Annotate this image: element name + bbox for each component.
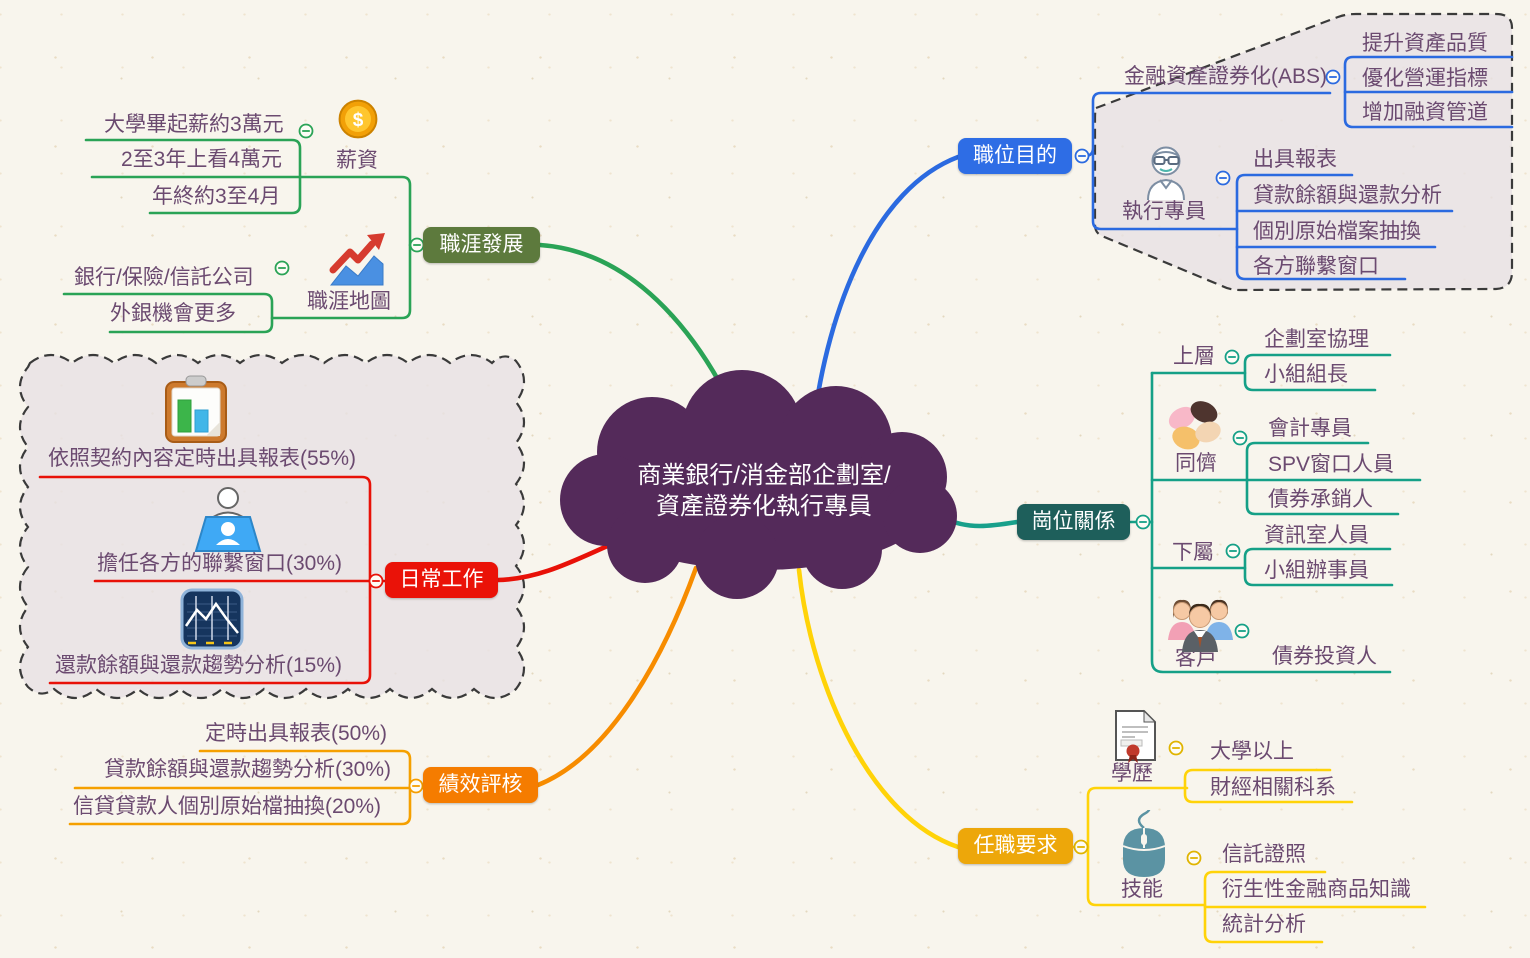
branch-node-daily[interactable]: 日常工作 xyxy=(385,562,498,598)
coin-symbol: $ xyxy=(353,110,364,131)
leaf-careermap-1[interactable]: 銀行/保險/信託公司 xyxy=(74,266,254,289)
label-career-map[interactable]: 職涯地圖 xyxy=(307,290,391,313)
branch-node-performance[interactable]: 績效評核 xyxy=(423,767,538,803)
label-specialist[interactable]: 執行專員 xyxy=(1122,200,1206,223)
branch-node-requirements[interactable]: 任職要求 xyxy=(958,828,1073,864)
hands-icon[interactable] xyxy=(1164,398,1228,456)
collapse-icon[interactable] xyxy=(1225,543,1241,559)
collapse-icon[interactable] xyxy=(298,123,314,139)
edge-daily xyxy=(495,541,615,583)
leaf-salary-1[interactable]: 大學畢起薪約3萬元 xyxy=(104,113,284,136)
peers-bracket xyxy=(1245,441,1400,516)
specialist-bracket xyxy=(1235,173,1407,281)
collapse-icon[interactable] xyxy=(1215,170,1231,186)
leaf-peers-2[interactable]: SPV窗口人員 xyxy=(1268,453,1395,476)
leaf-abs-1[interactable]: 提升資產品質 xyxy=(1362,32,1488,55)
branch-node-purpose[interactable]: 職位目的 xyxy=(958,138,1072,174)
leaf-salary-3[interactable]: 年終約3至4月 xyxy=(152,185,281,208)
leaf-skills-2[interactable]: 衍生性金融商品知識 xyxy=(1222,878,1411,901)
leaf-customers-1[interactable]: 債券投資人 xyxy=(1272,645,1377,668)
leaf-education-2[interactable]: 財經相關科系 xyxy=(1210,776,1336,799)
label-subordinates[interactable]: 下屬 xyxy=(1172,541,1214,564)
collapse-icon[interactable] xyxy=(408,778,424,794)
label-peers[interactable]: 同儕 xyxy=(1175,452,1217,475)
collapse-icon[interactable] xyxy=(1234,623,1250,639)
edge-performance xyxy=(535,565,699,788)
leaf-daily-2[interactable]: 擔任各方的聯繫窗口(30%) xyxy=(97,552,343,575)
label-abs[interactable]: 金融資產證券化(ABS) xyxy=(1124,65,1328,88)
leaf-peers-1[interactable]: 會計專員 xyxy=(1268,417,1352,440)
collapse-icon[interactable] xyxy=(1224,349,1240,365)
coin-icon[interactable]: $ xyxy=(338,99,378,139)
collapse-icon[interactable] xyxy=(274,260,290,276)
leaf-daily-1[interactable]: 依照契約內容定時出具報表(55%) xyxy=(48,447,357,470)
leaf-specialist-3[interactable]: 個別原始檔案抽換 xyxy=(1253,220,1421,243)
leaf-education-1[interactable]: 大學以上 xyxy=(1210,740,1294,763)
career-trunk xyxy=(90,175,412,320)
leaf-specialist-1[interactable]: 出具報表 xyxy=(1253,148,1337,171)
leaf-subordinates-1[interactable]: 資訊室人員 xyxy=(1264,524,1369,547)
leaf-performance-3[interactable]: 信貸貸款人個別原始檔抽換(20%) xyxy=(73,795,382,818)
leaf-abs-2[interactable]: 優化營運指標 xyxy=(1362,67,1488,90)
daily-group-boundary xyxy=(18,353,526,700)
label-education[interactable]: 學歷 xyxy=(1111,762,1153,785)
collapse-icon[interactable] xyxy=(1168,740,1184,756)
collapse-icon[interactable] xyxy=(1074,148,1090,164)
collapse-icon[interactable] xyxy=(1135,514,1151,530)
growth-chart-icon[interactable] xyxy=(325,231,387,289)
central-topic[interactable]: 商業銀行/消金部企劃室/ 資產證券化執行專員 xyxy=(565,460,963,522)
central-topic-line2: 資產證券化執行專員 xyxy=(656,493,872,520)
collapse-icon[interactable] xyxy=(1325,69,1341,85)
edge-purpose xyxy=(810,154,961,431)
leaf-daily-3[interactable]: 還款餘額與還款趨勢分析(15%) xyxy=(55,654,343,677)
collapse-icon[interactable] xyxy=(1073,839,1089,855)
central-topic-line1: 商業銀行/消金部企劃室/ xyxy=(637,462,891,489)
label-skills[interactable]: 技能 xyxy=(1121,878,1163,901)
label-upper[interactable]: 上層 xyxy=(1173,345,1215,368)
relations-trunk xyxy=(1150,371,1392,674)
leaf-salary-2[interactable]: 2至3年上看4萬元 xyxy=(121,148,283,171)
label-customers[interactable]: 客戶 xyxy=(1175,647,1217,670)
edge-requirements xyxy=(796,567,961,850)
education-bracket xyxy=(1183,768,1354,804)
leaf-upper-1[interactable]: 企劃室協理 xyxy=(1264,328,1369,351)
subordinates-bracket xyxy=(1243,547,1394,587)
central-cloud[interactable] xyxy=(560,370,957,599)
leaf-performance-1[interactable]: 定時出具報表(50%) xyxy=(205,722,388,745)
clipboard-chart-icon[interactable] xyxy=(162,373,230,445)
upper-bracket xyxy=(1243,353,1392,392)
collapse-icon[interactable] xyxy=(1232,430,1248,446)
collapse-icon[interactable] xyxy=(368,573,384,589)
certificate-icon[interactable] xyxy=(1113,708,1159,764)
people-icon[interactable] xyxy=(1162,596,1240,654)
leaf-specialist-4[interactable]: 各方聯繫窗口 xyxy=(1253,255,1379,278)
career-map-bracket xyxy=(62,292,274,334)
leaf-specialist-2[interactable]: 貸款餘額與還款分析 xyxy=(1253,184,1442,207)
leaf-abs-3[interactable]: 增加融資管道 xyxy=(1362,101,1488,124)
leaf-performance-2[interactable]: 貸款餘額與還款趨勢分析(30%) xyxy=(104,758,392,781)
purpose-down-line xyxy=(1091,150,1239,231)
branch-node-relations[interactable]: 崗位關係 xyxy=(1017,504,1130,540)
mouse-icon[interactable] xyxy=(1116,810,1172,880)
line-chart-icon[interactable] xyxy=(180,588,244,650)
podium-person-icon[interactable] xyxy=(192,486,264,556)
leaf-peers-3[interactable]: 債券承銷人 xyxy=(1268,488,1373,511)
collapse-icon[interactable] xyxy=(409,237,425,253)
leaf-skills-3[interactable]: 統計分析 xyxy=(1222,913,1306,936)
collapse-icon[interactable] xyxy=(1186,850,1202,866)
leaf-careermap-2[interactable]: 外銀機會更多 xyxy=(110,302,236,325)
leaf-skills-1[interactable]: 信託證照 xyxy=(1222,843,1306,866)
analyst-icon[interactable] xyxy=(1136,144,1196,202)
leaf-upper-2[interactable]: 小組組長 xyxy=(1264,363,1348,386)
label-salary[interactable]: 薪資 xyxy=(336,149,378,172)
branch-node-career[interactable]: 職涯發展 xyxy=(423,227,540,263)
leaf-subordinates-2[interactable]: 小組辦事員 xyxy=(1264,559,1369,582)
